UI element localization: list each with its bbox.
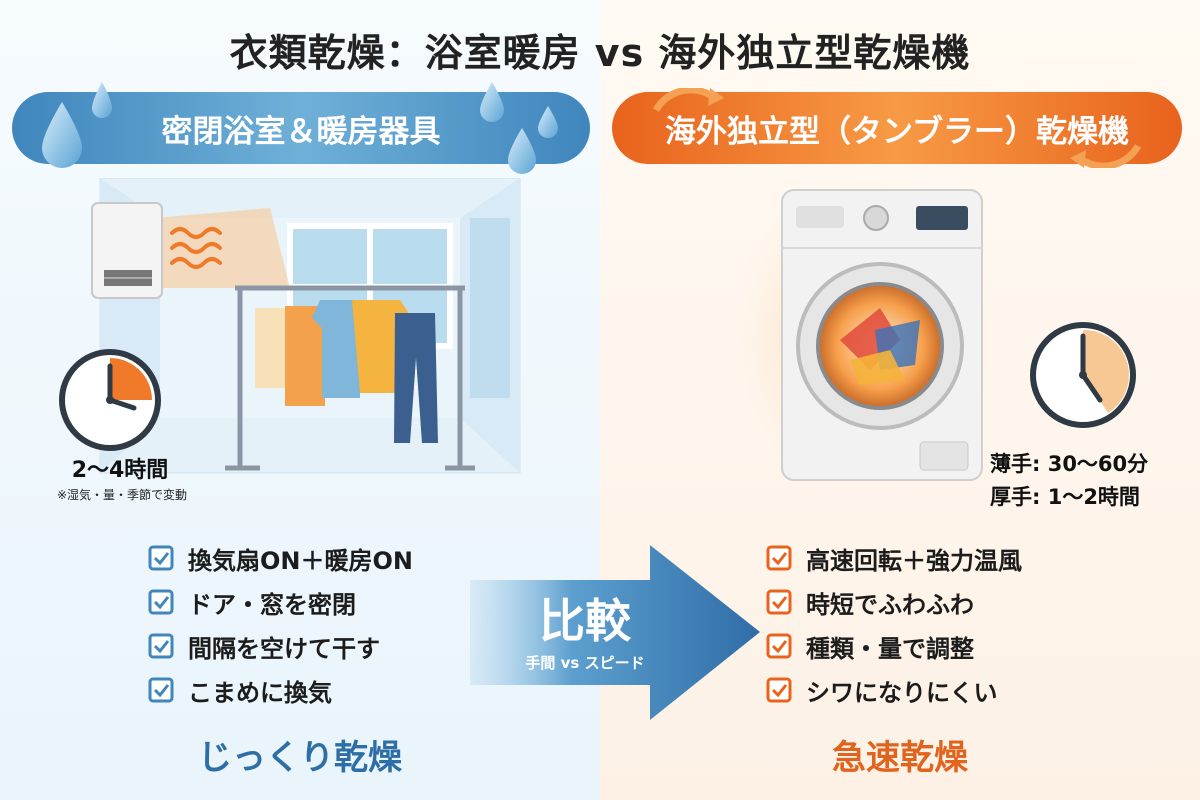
- left-check-2: ドア・窓を密閉: [188, 590, 356, 619]
- list-item: 種類・量で調整: [766, 624, 1022, 668]
- left-time-note: ※湿気・量・季節で変動: [56, 488, 188, 502]
- right-check-3: 種類・量で調整: [806, 634, 974, 663]
- left-banner: 密閉浴室＆暖房器具: [12, 92, 590, 164]
- clock-icon: [59, 349, 161, 451]
- list-item: 間隔を空けて干す: [148, 624, 413, 668]
- clothes-rack-icon: [225, 285, 475, 471]
- list-item: ドア・窓を密閉: [148, 580, 413, 624]
- tumble-dryer-icon: [730, 175, 1000, 495]
- compare-label: 比較: [539, 594, 631, 648]
- list-item: 換気扇ON＋暖房ON: [148, 536, 413, 580]
- right-drying-time: 薄手: 30〜60分 厚手: 1〜2時間: [990, 448, 1200, 513]
- checkbox-icon: [148, 545, 174, 571]
- page-title: 衣類乾燥：浴室暖房 vs 海外独立型乾燥機: [229, 31, 971, 75]
- right-check-2: 時短でふわふわ: [806, 590, 974, 619]
- arrow-right-icon: [470, 545, 760, 720]
- checkbox-icon: [148, 589, 174, 615]
- left-footer: じっくり乾燥: [198, 738, 402, 778]
- cycle-arrow-icon: [652, 88, 1142, 168]
- left-check-4: こまめに換気: [188, 678, 332, 707]
- checkbox-icon: [766, 633, 792, 659]
- bathroom-scene: [91, 178, 521, 474]
- right-footer: 急速乾燥: [832, 738, 968, 778]
- right-time-thin: 薄手: 30〜60分: [990, 452, 1149, 476]
- checkbox-icon: [766, 545, 792, 571]
- left-checklist: 換気扇ON＋暖房ON ドア・窓を密閉 間隔を空けて干す こまめに換気: [148, 536, 413, 712]
- left-check-3: 間隔を空けて干す: [188, 634, 380, 663]
- checkbox-icon: [148, 633, 174, 659]
- left-banner-label: 密閉浴室＆暖房器具: [161, 113, 441, 150]
- checkbox-icon: [766, 589, 792, 615]
- heater-icon: [91, 202, 163, 299]
- list-item: シワになりにくい: [766, 668, 1022, 712]
- heat-wave-icon: [170, 227, 222, 269]
- right-check-4: シワになりにくい: [806, 678, 998, 707]
- list-item: 時短でふわふわ: [766, 580, 1022, 624]
- list-item: こまめに換気: [148, 668, 413, 712]
- checkbox-icon: [148, 677, 174, 703]
- left-drying-time: 2〜4時間: [71, 458, 169, 483]
- clock-icon: [1030, 322, 1136, 428]
- right-banner-label: 海外独立型（タンブラー）乾燥機: [664, 113, 1130, 150]
- right-checklist: 高速回転＋強力温風 時短でふわふわ 種類・量で調整 シワになりにくい: [766, 536, 1022, 712]
- checkbox-icon: [766, 677, 792, 703]
- compare-sub-label: 手間 vs スピード: [525, 654, 645, 672]
- list-item: 高速回転＋強力温風: [766, 536, 1022, 580]
- right-time-thick: 厚手: 1〜2時間: [990, 484, 1140, 509]
- right-banner: 海外独立型（タンブラー）乾燥機: [612, 92, 1182, 164]
- right-check-1: 高速回転＋強力温風: [806, 546, 1022, 575]
- left-check-1: 換気扇ON＋暖房ON: [188, 546, 413, 575]
